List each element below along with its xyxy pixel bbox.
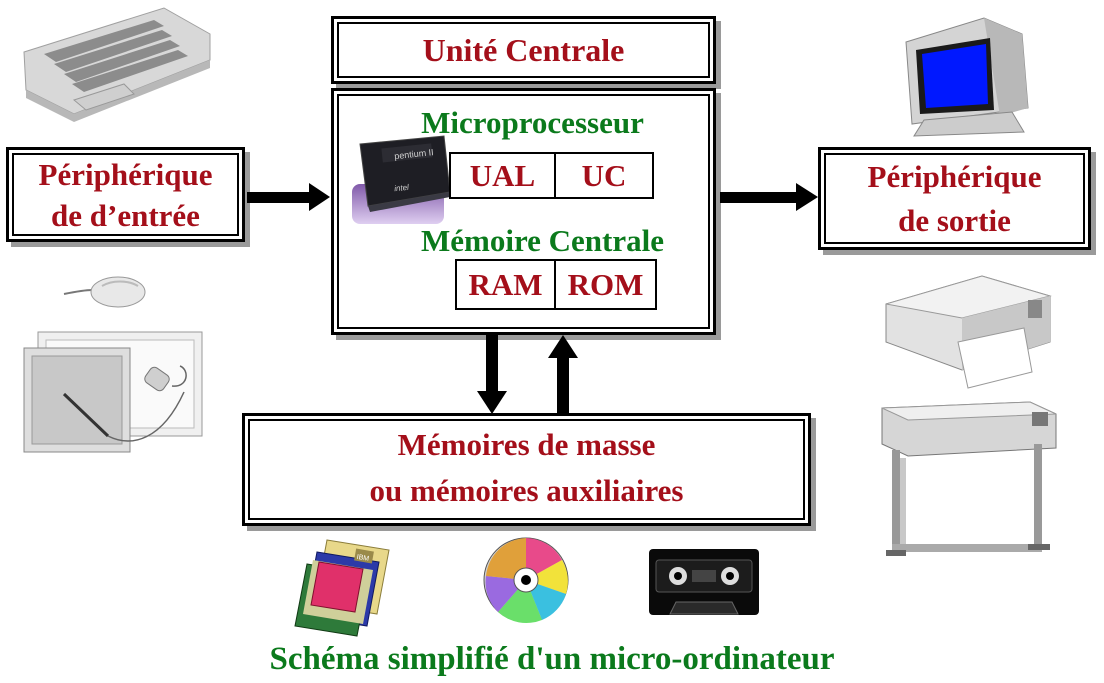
central-unit-title-box: Unité Centrale xyxy=(331,16,716,84)
floppy-disks-icon: IBM xyxy=(294,539,390,637)
processor-title: Microprocesseur xyxy=(421,105,644,140)
mass-storage-line1: Mémoires de masse xyxy=(397,427,656,462)
caption: Schéma simplifié d'un micro-ordinateur xyxy=(269,641,835,677)
plotter-icon xyxy=(881,401,1057,556)
mouse-icon xyxy=(63,276,146,308)
ram-cell: RAM xyxy=(455,259,556,310)
memory-title: Mémoire Centrale xyxy=(420,223,664,258)
output-peripheral-box: Périphérique de sortie xyxy=(818,147,1091,250)
input-peripheral-line2: de d’entrée xyxy=(51,198,200,233)
graphics-tablet-icon xyxy=(23,331,203,453)
central-unit-title: Unité Centrale xyxy=(422,32,625,68)
monitor-icon xyxy=(905,17,1029,137)
cd-rom-icon xyxy=(483,537,569,624)
chip-brand: intel xyxy=(394,183,410,194)
chip-marking: pentium II xyxy=(394,147,434,161)
output-peripheral-line2: de sortie xyxy=(898,203,1011,238)
input-peripheral-box: Périphérique de d’entrée xyxy=(6,147,245,242)
control-unit-cell: UC xyxy=(554,152,654,199)
rom-cell: ROM xyxy=(554,259,657,310)
mass-storage-line2: ou mémoires auxiliaires xyxy=(369,473,684,508)
floppy-brand: IBM xyxy=(356,554,370,563)
alu-cell: UAL xyxy=(449,152,556,199)
cassette-icon xyxy=(649,549,759,615)
input-peripheral-line1: Périphérique xyxy=(38,157,213,192)
keyboard-icon xyxy=(23,7,211,122)
mass-storage-box: Mémoires de masse ou mémoires auxiliaire… xyxy=(242,413,811,526)
printer-icon xyxy=(885,275,1052,389)
output-peripheral-line1: Périphérique xyxy=(867,159,1042,194)
processor-chip-icon: pentium II intel xyxy=(352,135,451,224)
